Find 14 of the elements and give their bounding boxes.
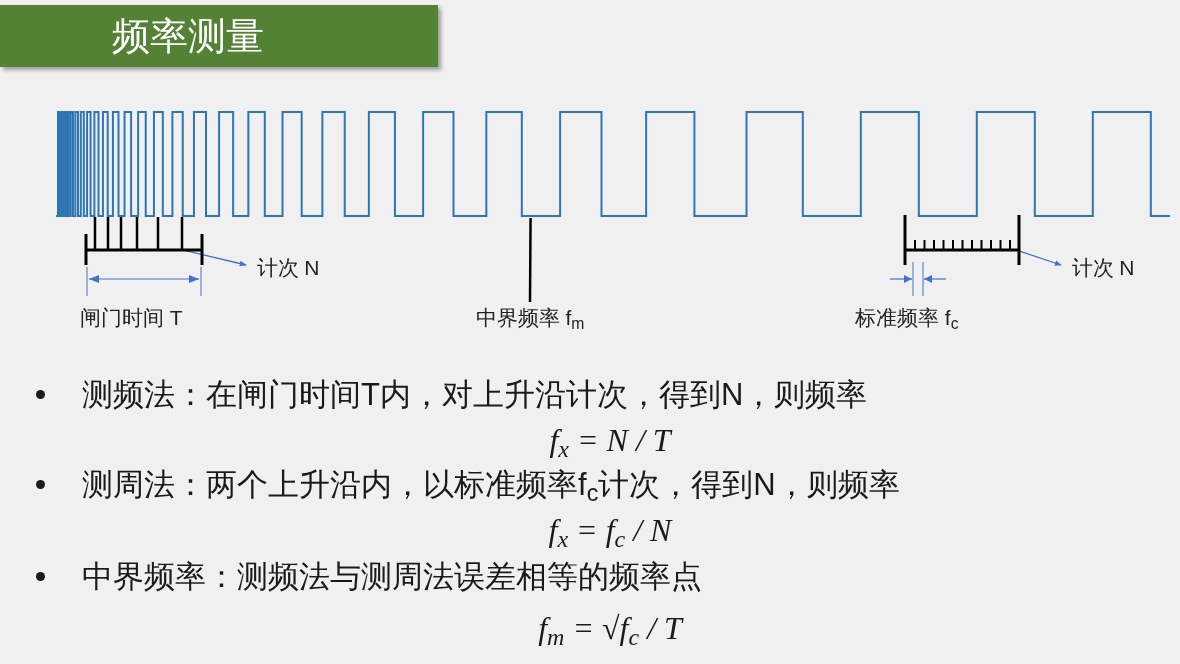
arrow <box>1018 250 1062 266</box>
formula: f$_{x}$ = f$_{c}$ / N <box>547 511 674 554</box>
node-label: 计次 N <box>1071 255 1135 282</box>
bullet-text: 测周法：两个上升沿内，以标准频率f$_{c}$计次，得到N，则频率 <box>82 466 901 508</box>
formula: f$_{m}$ = √f$_{c}$ / T <box>537 609 685 652</box>
title-banner: 频率测量 <box>0 5 438 67</box>
bullet-text: 测频法：在闸门时间T内，对上升沿计次，得到N，则频率 <box>82 376 869 414</box>
label: 闸门时间 T <box>80 305 184 331</box>
bullet-text: 中界频率：测频法与测周法误差相等的频率点 <box>82 558 703 596</box>
node-label: 计次 N <box>256 255 320 282</box>
label: 标准频率 f$_{c}$ <box>855 305 960 334</box>
node-label: 中界频率 f$_{m}$ <box>475 305 585 334</box>
leader-line <box>528 218 532 302</box>
formula: f$_{x}$ = N / T <box>548 421 674 464</box>
